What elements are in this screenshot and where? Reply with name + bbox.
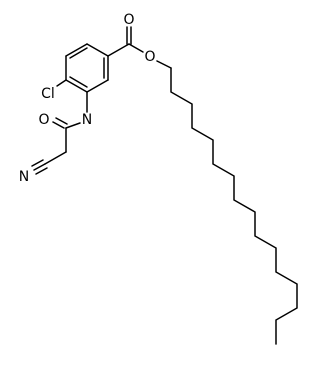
atom-o-ester: O: [144, 49, 155, 65]
bond-ring-4b: [69, 76, 88, 88]
bond-ring-cl: [56, 79, 67, 87]
bond-nitrile-1: [33, 163, 46, 171]
bond-n-carbonyl: [65, 122, 81, 129]
bond-nitrile-2: [31, 159, 44, 167]
bond-ring-6: [65, 43, 88, 57]
bond-ester-o-chain: [156, 60, 172, 69]
atom-n-nitrile: N: [19, 169, 29, 185]
atom-o-amide: O: [38, 112, 49, 128]
bonds: [31, 26, 298, 345]
bond-ring-4: [65, 79, 88, 93]
bond-amide-o-2: [55, 117, 68, 125]
bond-ring-1: [86, 43, 109, 57]
atom-o-carbonyl: O: [123, 12, 134, 28]
bond-alkyl-chain: [170, 67, 298, 345]
bond-nitrile-3: [35, 167, 48, 175]
bond-ring-carbonyl: [107, 43, 130, 57]
bond-ch2-cn: [44, 151, 67, 165]
atom-labels: O O Cl O N N: [19, 12, 156, 185]
bond-amide-o-1: [52, 121, 65, 129]
bond-ring-3: [86, 79, 109, 93]
bond-ring-6b: [69, 47, 88, 59]
atom-n-amide: N: [82, 112, 92, 128]
bond-carbonyl-ester-o: [128, 43, 144, 53]
atom-cl: Cl: [41, 86, 55, 102]
